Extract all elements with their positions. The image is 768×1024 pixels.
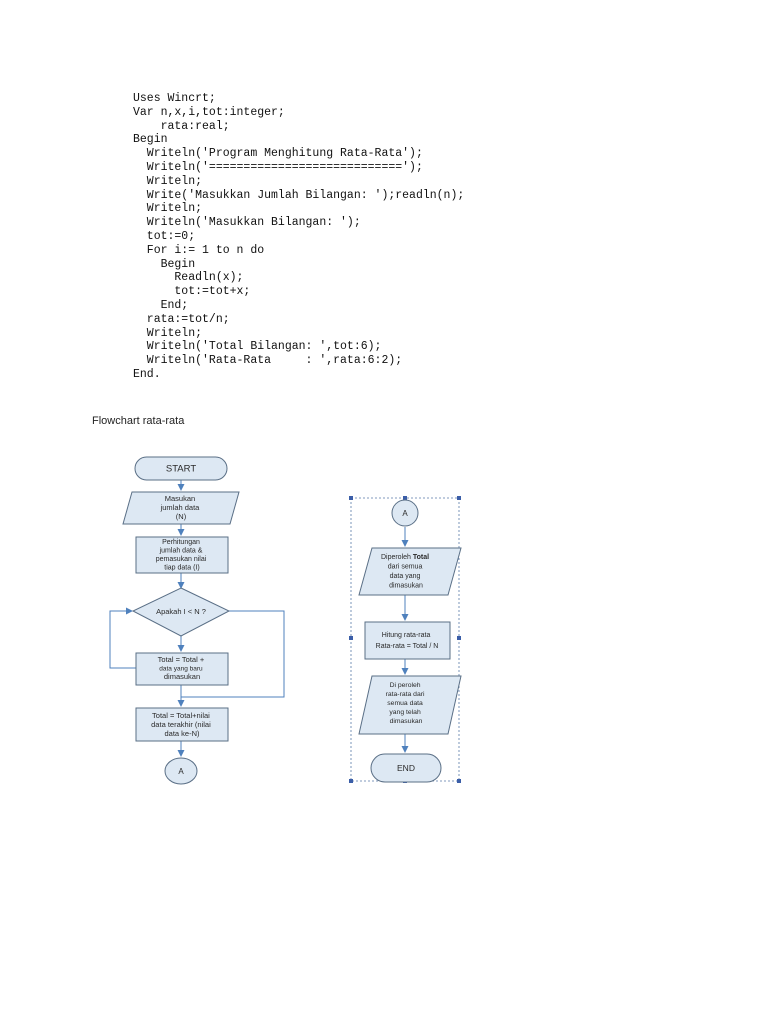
output-total-line: data yang — [390, 573, 421, 580]
input-n-line: (N) — [176, 512, 187, 521]
loop-line: dimasukan — [164, 672, 200, 681]
code-line: Writeln('Masukkan Bilangan: '); — [133, 216, 361, 230]
selection-handle[interactable] — [349, 779, 353, 783]
code-line: Writeln('============================'); — [133, 160, 423, 174]
output-avg-line: dimasukan — [390, 718, 423, 725]
code-line: rata:=tot/n; — [133, 312, 230, 326]
end-terminator: END — [370, 753, 442, 783]
end-label: END — [397, 763, 415, 773]
init-line: jumlah data & — [159, 548, 203, 555]
output-avg-line: rata-rata dari — [386, 691, 425, 698]
code-line: Writeln('Rata-Rata : ',rata:6:2); — [133, 354, 403, 368]
flowchart-caption: Flowchart rata-rata — [92, 415, 185, 427]
selection-handle[interactable] — [349, 496, 353, 500]
final-line: Total = Total+nilai — [152, 711, 210, 720]
loop-process: Total = Total + data yang baru dimasukan — [135, 652, 229, 686]
code-line: tot:=tot+x; — [133, 285, 251, 299]
calc-line: Hitung rata-rata — [382, 632, 431, 639]
start-label: START — [166, 464, 196, 475]
svg-text:Di peroleh rata-rata d: Di peroleh rata-rata dari semua data yan… — [386, 682, 427, 725]
output-avg-line: yang telah — [389, 709, 421, 716]
output-avg-line: semua data — [387, 700, 423, 707]
code-line: Writeln('Program Menghitung Rata-Rata'); — [133, 147, 423, 161]
svg-text:Diperoleh Total dari s: Diperoleh Total dari semua data yang dim… — [381, 554, 431, 590]
svg-text:Masukan jumlah data: Masukan jumlah data (N) — [160, 494, 202, 521]
init-line: pemasukan nilai — [156, 556, 207, 563]
selection-handle[interactable] — [457, 496, 461, 500]
selection-handle[interactable] — [457, 779, 461, 783]
code-line: Writeln; — [133, 174, 203, 188]
loop-line: data yang baru — [159, 666, 203, 673]
code-line: End. — [133, 367, 161, 381]
connector-a-in-label: A — [402, 509, 408, 518]
init-process: Perhitungan jumlah data & pemasukan nila… — [135, 536, 229, 574]
svg-text:Perhitungan jumlah dat: Perhitungan jumlah data & pemasukan nila… — [156, 539, 209, 572]
flowchart-right: A Diperoleh Total dari semua data yang d… — [349, 496, 462, 783]
code-line: Uses Wincrt; — [133, 92, 216, 105]
init-line: Perhitungan — [162, 539, 200, 546]
arrow-decision-no — [181, 610, 285, 698]
init-line: tiap data (I) — [164, 565, 199, 572]
output-total-line: dimasukan — [389, 583, 423, 590]
loop-line: Total = Total + — [158, 655, 205, 664]
decision-diamond: Apakah I < N ? — [131, 587, 231, 637]
arrow-loop-back — [109, 607, 136, 669]
code-line: Writeln; — [133, 326, 203, 340]
pascal-source-code: Uses Wincrt;Var n,x,i,tot:integer; rata:… — [133, 92, 464, 382]
final-process: Total = Total+nilai data terakhir (nilai… — [135, 707, 229, 742]
decision-label: Apakah I < N ? — [156, 607, 206, 616]
left-connectors — [109, 480, 285, 757]
input-n-line: Masukan — [165, 494, 195, 503]
final-line: data terakhir (nilai — [151, 720, 211, 729]
output-average-shape: Di peroleh rata-rata dari semua data yan… — [358, 675, 462, 735]
output-total-pre: Diperoleh — [381, 554, 413, 561]
code-line: End; — [133, 298, 189, 312]
output-total-line: dari semua — [388, 564, 423, 571]
input-n-shape: Masukan jumlah data (N) — [122, 491, 240, 525]
connector-a-out-label: A — [178, 767, 184, 776]
code-line: Begin — [133, 257, 196, 271]
input-n-line: jumlah data — [160, 503, 201, 512]
final-line: data ke-N) — [164, 729, 200, 738]
selection-handle[interactable] — [457, 636, 461, 640]
svg-text:Total = Total + data y: Total = Total + data yang baru dimasukan — [158, 655, 207, 681]
selection-handle[interactable] — [403, 496, 407, 500]
output-total-bold: Total — [413, 554, 429, 561]
selection-handle[interactable] — [349, 636, 353, 640]
code-line: Begin — [133, 133, 168, 147]
code-line: For i:= 1 to n do — [133, 243, 265, 257]
code-line: Writeln; — [133, 202, 203, 216]
start-terminator: START — [134, 456, 228, 481]
flowchart-left: START Masukan jumlah data (N) Perhitunga… — [109, 456, 285, 785]
calc-line: Rata-rata = Total / N — [376, 643, 439, 650]
code-line: rata:real; — [133, 119, 230, 133]
code-line: Var n,x,i,tot:integer; — [133, 105, 285, 119]
code-line: Write('Masukkan Jumlah Bilangan: ');read… — [133, 188, 465, 202]
code-line: Writeln('Total Bilangan: ',tot:6); — [133, 340, 382, 354]
connector-a-out: A — [164, 757, 198, 785]
svg-text:Hitung rata-rata Rata-: Hitung rata-rata Rata-rata = Total / N — [376, 632, 439, 650]
code-line: tot:=0; — [133, 229, 196, 243]
code-line: Readln(x); — [133, 271, 244, 285]
connector-a-in: A — [391, 499, 419, 527]
output-avg-line: Di peroleh — [390, 682, 421, 689]
output-total-shape: Diperoleh Total dari semua data yang dim… — [358, 547, 462, 596]
svg-text:Total = Total+nilai da: Total = Total+nilai data terakhir (nilai… — [151, 711, 213, 738]
calc-process: Hitung rata-rata Rata-rata = Total / N — [364, 621, 451, 660]
